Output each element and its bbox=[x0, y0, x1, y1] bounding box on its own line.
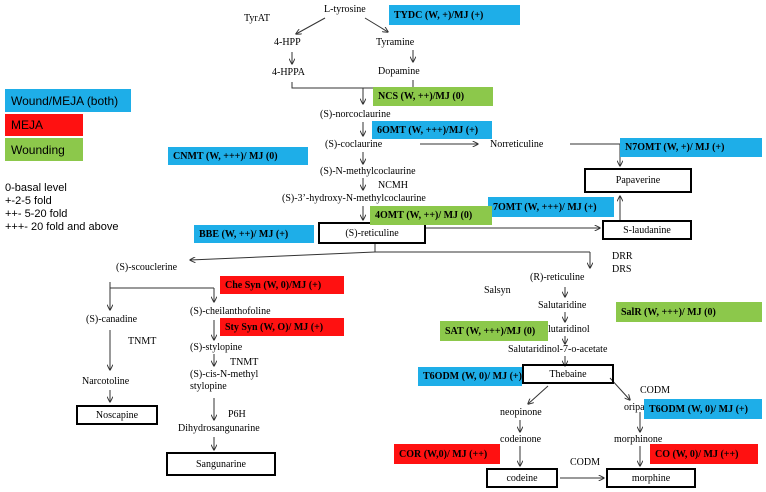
metabolite-scoulerine: (S)-scouclerine bbox=[116, 262, 178, 273]
legend-level: ++- 5-20 fold bbox=[5, 208, 68, 220]
metabolite-neopinone: neopinone bbox=[500, 407, 542, 418]
arrow-scoulerine-fork bbox=[109, 282, 214, 289]
metabolite-nmethylcoclaurine: (S)-N-methylcoclaurine bbox=[320, 166, 416, 177]
metabolite-cismethylstylopine: (S)-cis-N-methyl stylopine bbox=[190, 369, 259, 392]
metabolite-cheilanthofoline: (S)-cheilanthofoline bbox=[190, 306, 271, 317]
product-sanguinarine: Sangunarine bbox=[166, 452, 276, 476]
legend-level: 0-basal level bbox=[5, 182, 67, 194]
metabolite-morphinone: morphinone bbox=[614, 434, 663, 445]
metabolite-stylopine: (S)-stylopine bbox=[190, 342, 243, 353]
enzyme-label-tnmt-2: TNMT bbox=[230, 357, 259, 368]
metabolite-norreticuline: Norreticuline bbox=[490, 139, 544, 150]
legend-level: +-2-5 fold bbox=[5, 195, 52, 207]
enzyme-box-che-syn: Che Syn (W, 0)/MJ (+) bbox=[220, 276, 344, 294]
enzyme-label-tyrat: TyrAT bbox=[244, 13, 270, 24]
arrow-merge-norcoclaurine bbox=[291, 80, 414, 89]
product-slaudanine: S-laudanine bbox=[602, 220, 692, 240]
metabolite-canadine: (S)-canadine bbox=[86, 314, 138, 325]
enzyme-box-n7omt: N7OMT (W, +)/ MJ (+) bbox=[620, 138, 762, 157]
product-papaverine: Papaverine bbox=[584, 168, 692, 193]
metabolite-norcoclaurine: (S)-norcoclaurine bbox=[320, 109, 391, 120]
metabolite-salutaridine: Salutaridine bbox=[538, 300, 587, 311]
enzyme-box-sty-syn: Sty Syn (W, O)/ MJ (+) bbox=[220, 318, 344, 336]
product-morphine: morphine bbox=[606, 468, 696, 488]
arrow-tyrosine-hpp bbox=[296, 17, 326, 34]
enzyme-label-drs: DRS bbox=[612, 264, 632, 275]
arrow-to-scoulerine bbox=[190, 251, 376, 260]
enzyme-label-salsyn: Salsyn bbox=[484, 285, 511, 296]
metabolite-4hppa: 4-HPPA bbox=[272, 67, 305, 78]
metabolite-ltyrosine: L-tyrosine bbox=[324, 4, 366, 15]
enzyme-box-t6odm-2: T6ODM (W, 0)/ MJ (+) bbox=[644, 399, 762, 419]
enzyme-box-ncs: NCS (W, ++)/MJ (0) bbox=[373, 87, 493, 106]
enzyme-label-codm-1: CODM bbox=[640, 385, 671, 396]
legend-key-wounding: Wounding bbox=[5, 138, 83, 161]
enzyme-box-t6odm-1: T6ODM (W, 0)/ MJ (+) bbox=[418, 367, 522, 386]
enzyme-box-bbe: BBE (W, ++)/ MJ (+) bbox=[194, 225, 314, 243]
metabolite-dihydrosanguinarine: Dihydrosangunarine bbox=[178, 423, 260, 434]
enzyme-box-6omt: 6OMT (W, +++)/MJ (+) bbox=[372, 121, 492, 139]
legend-levels: 0-basal level +-2-5 fold ++- 5-20 fold +… bbox=[5, 182, 118, 234]
arrow-norreticuline-papaverine bbox=[570, 143, 620, 166]
enzyme-box-7omt: 7OMT (W, +++)/ MJ (+) bbox=[488, 197, 614, 217]
metabolite-rreticuline: (R)-reticuline bbox=[530, 272, 585, 283]
enzyme-label-drr: DRR bbox=[612, 251, 633, 262]
legend-key-both: Wound/MEJA (both) bbox=[5, 89, 131, 112]
product-codeine: codeine bbox=[486, 468, 558, 488]
enzyme-box-co: CO (W, 0)/ MJ (++) bbox=[650, 444, 758, 464]
metabolite-salutaridinolacetate: Salutaridinol-7-o-acetate bbox=[508, 344, 608, 355]
metabolite-hydroxymethylcoclaurine: (S)-3’-hydroxy-N-methylcoclaurine bbox=[282, 193, 426, 204]
enzyme-box-4omt: 4OMT (W, ++)/ MJ (0) bbox=[370, 206, 492, 225]
enzyme-box-sat: SAT (W, +++)/MJ (0) bbox=[440, 321, 548, 341]
enzyme-box-salr: SalR (W, +++)/ MJ (0) bbox=[616, 302, 762, 322]
metabolite-codeinone: codeinone bbox=[500, 434, 542, 445]
enzyme-label-p6h: P6H bbox=[228, 409, 246, 420]
metabolite-dopamine: Dopamine bbox=[378, 66, 420, 77]
product-noscapine: Noscapine bbox=[76, 405, 158, 425]
legend-level: +++- 20 fold and above bbox=[5, 221, 119, 233]
enzyme-box-tydc: TYDC (W, +)/MJ (+) bbox=[389, 5, 520, 25]
arrow-thebaine-neopinone bbox=[528, 385, 549, 404]
metabolite-salutaridinol: Salutaridinol bbox=[538, 324, 590, 335]
metabolite-tyramine: Tyramine bbox=[376, 37, 415, 48]
metabolite-narcotoline: Narcotoline bbox=[82, 376, 130, 387]
enzyme-label-codm-2: CODM bbox=[570, 457, 601, 468]
enzyme-box-cnmt: CNMT (W, +++)/ MJ (0) bbox=[168, 147, 308, 165]
enzyme-box-cor: COR (W,0)/ MJ (++) bbox=[394, 444, 500, 464]
product-thebaine: Thebaine bbox=[522, 364, 614, 384]
product-sreticuline: (S)-reticuline bbox=[318, 222, 426, 244]
arrow-tyrosine-tyramine bbox=[364, 17, 388, 32]
metabolite-coclaurine: (S)-coclaurine bbox=[325, 139, 383, 150]
enzyme-label-tnmt-1: TNMT bbox=[128, 336, 157, 347]
enzyme-label-ncmh: NCMH bbox=[378, 180, 409, 191]
legend-key-meja: MEJA bbox=[5, 114, 83, 136]
metabolite-4hpp: 4-HPP bbox=[274, 37, 301, 48]
metabolite-oripavine: oripavi bbox=[624, 402, 653, 413]
